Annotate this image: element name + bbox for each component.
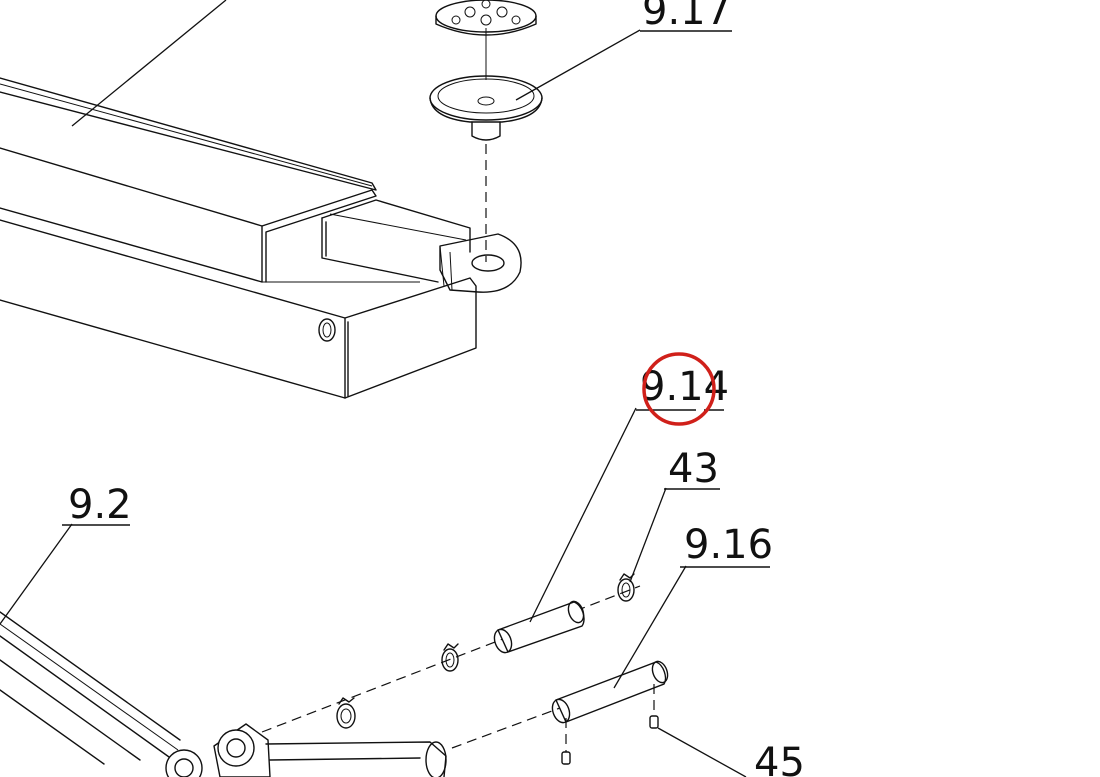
label-9-2-text: 9.2 xyxy=(68,482,132,528)
circlip-b xyxy=(441,643,459,672)
pin-9-16 xyxy=(551,660,669,724)
scissor-arm xyxy=(0,611,447,777)
label-9-17-text: 9.17 xyxy=(642,0,731,34)
label-45-text: 45 xyxy=(754,740,805,777)
grease-nipple-b xyxy=(649,684,659,729)
label-9-16-text: 9.16 xyxy=(684,522,773,568)
leader-9-2 xyxy=(0,523,73,625)
leader-45 xyxy=(657,727,747,777)
leader-9-14 xyxy=(529,407,637,623)
grease-nipple-a xyxy=(561,718,571,765)
label-9-17: 9.17 xyxy=(640,0,732,34)
leader-9-16 xyxy=(613,565,687,689)
label-43-text: 43 xyxy=(668,446,719,492)
label-9-16: 9.16 xyxy=(680,522,773,568)
label-9-2: 9.2 xyxy=(62,482,132,528)
pin-9-14 xyxy=(493,600,585,654)
highlight-circle xyxy=(642,352,716,426)
label-43: 43 xyxy=(664,446,720,492)
lift-arm xyxy=(0,77,522,399)
leader-43 xyxy=(629,487,667,583)
leader-9-17 xyxy=(515,29,641,101)
label-9-14-text: 9.14 xyxy=(640,364,729,410)
circlip-c xyxy=(336,697,356,729)
pin-axis-lower xyxy=(451,707,561,749)
label-45: 45 xyxy=(754,740,805,777)
leader-arm xyxy=(71,0,227,127)
